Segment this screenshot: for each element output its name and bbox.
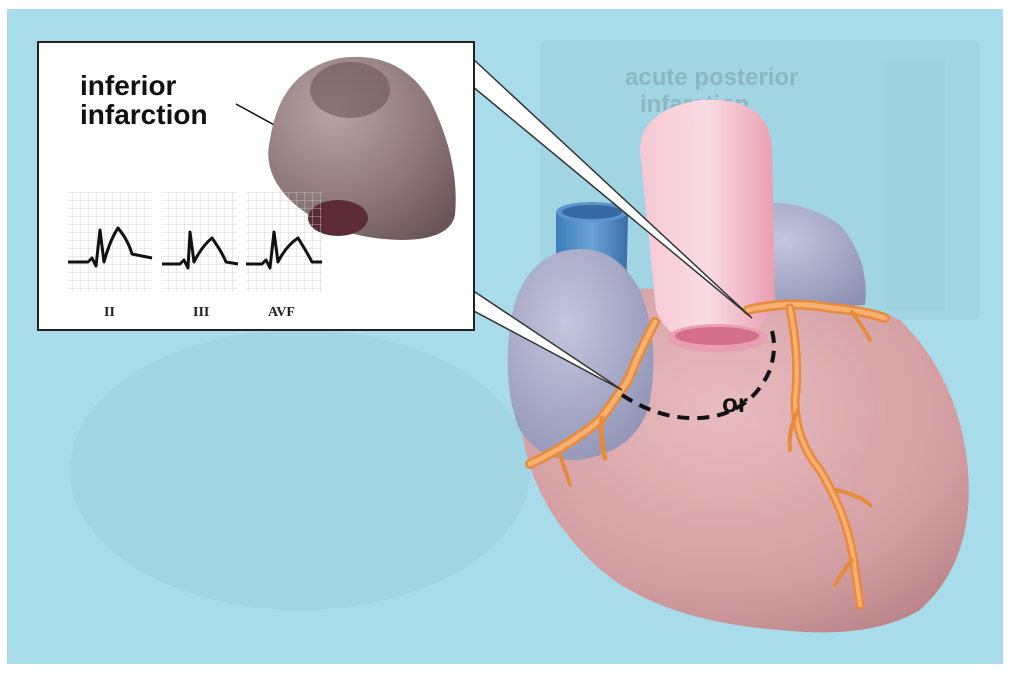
ecg-label-ii: II	[104, 305, 115, 320]
ecg-strip-iii	[162, 192, 238, 292]
ecg-strip-avf	[246, 192, 322, 292]
faded-label-line1: acute posterior	[625, 64, 798, 91]
or-label: or	[722, 388, 748, 418]
inset-title-line2: infarction	[80, 99, 208, 130]
ecg-strip-ii	[68, 192, 152, 292]
ecg-label-iii: III	[193, 305, 209, 320]
ecg-label-avf: AVF	[268, 305, 295, 320]
right-atrium	[508, 249, 654, 460]
inset-title-line1: inferior	[80, 70, 177, 101]
aorta	[640, 100, 775, 352]
